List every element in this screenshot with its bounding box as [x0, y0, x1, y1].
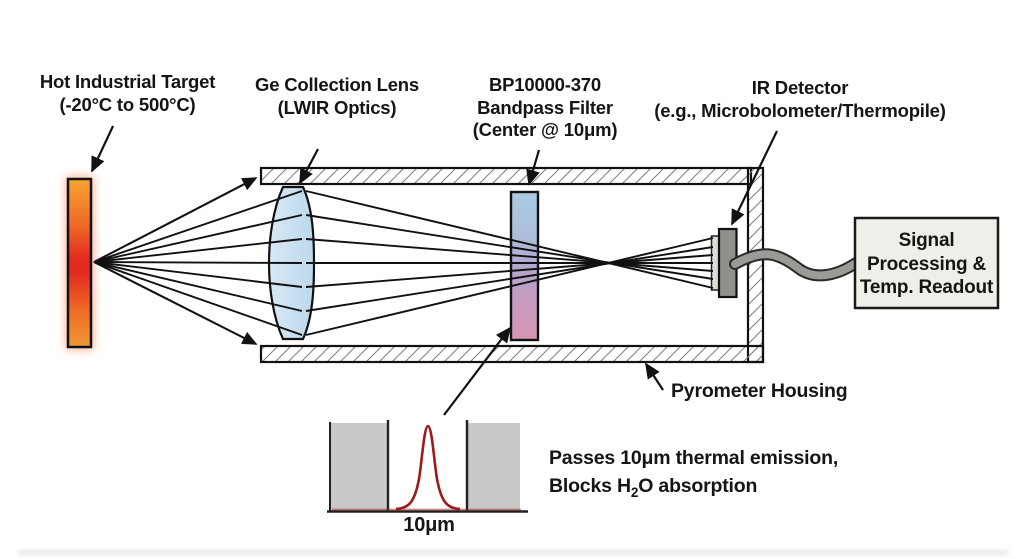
- bandpass-filter: [509, 190, 540, 342]
- housing-right-wall: [746, 166, 765, 364]
- target-label-line2: (-20°C to 500°C): [59, 93, 196, 115]
- detector-label-line1: IR Detector: [751, 77, 849, 98]
- hot-target-bar: [66, 177, 93, 349]
- lens-label-line1: Ge Collection Lens: [255, 74, 419, 95]
- passband-curve: [395, 424, 461, 511]
- signal-box-label: Signal Processing & Temp. Readout: [857, 229, 996, 300]
- callout-arrow-lens: [299, 148, 319, 185]
- passband-note-line1: Passes 10μm thermal emission,: [549, 447, 839, 469]
- target-label: Hot Industrial Target (-20°C to 500°C): [30, 71, 225, 116]
- filter-label-line2: Bandpass Filter: [477, 96, 613, 118]
- target-label-line1: Hot Industrial Target: [39, 71, 216, 92]
- aperture-rays: [93, 177, 258, 345]
- passband-note-line2: Blocks H2O absorption: [549, 474, 758, 500]
- detector-label-line2: (e.g., Microbolometer/Thermopile): [654, 99, 946, 121]
- callout-arrow-target: [91, 125, 114, 173]
- blocked-band-left: [330, 423, 388, 511]
- callout-arrow-passband: [443, 326, 512, 416]
- detector-label: IR Detector (e.g., Microbolometer/Thermo…: [645, 77, 955, 122]
- plot-x-label-text: 10μm: [403, 514, 455, 536]
- callout-arrow-detector: [731, 130, 778, 226]
- housing-label: Pyrometer Housing: [671, 380, 856, 404]
- passband-note: Passes 10μm thermal emission, Blocks H2O…: [549, 445, 854, 502]
- blocked-band-right: [467, 423, 520, 511]
- lens-label-line2: (LWIR Optics): [277, 96, 397, 118]
- lens-label: Ge Collection Lens (LWIR Optics): [242, 74, 432, 119]
- callout-arrow-filter: [526, 149, 541, 186]
- signal-box-line3: Temp. Readout: [859, 277, 994, 299]
- callout-arrow-housing: [645, 362, 664, 391]
- signal-cable: [729, 248, 862, 282]
- housing-bottom-wall: [259, 344, 765, 364]
- filter-label-line1: BP10000-370: [489, 74, 601, 95]
- ir-rays: [93, 190, 714, 336]
- signal-box-line1: Signal: [898, 230, 955, 251]
- signal-processing-box: [853, 216, 1000, 310]
- bottom-artifact-band: [18, 549, 1008, 556]
- housing-top-wall: [259, 166, 753, 186]
- signal-box-line2: Processing &: [866, 253, 987, 275]
- filter-label: BP10000-370 Bandpass Filter (Center @ 10…: [455, 74, 635, 142]
- filter-label-line3: (Center @ 10μm): [472, 119, 618, 141]
- pyrometer-housing: [259, 166, 765, 364]
- housing-label-text: Pyrometer Housing: [671, 380, 848, 402]
- transmission-plot: [327, 420, 528, 513]
- callout-arrows: [91, 125, 778, 416]
- plot-x-axis-label: 10μm: [393, 513, 465, 537]
